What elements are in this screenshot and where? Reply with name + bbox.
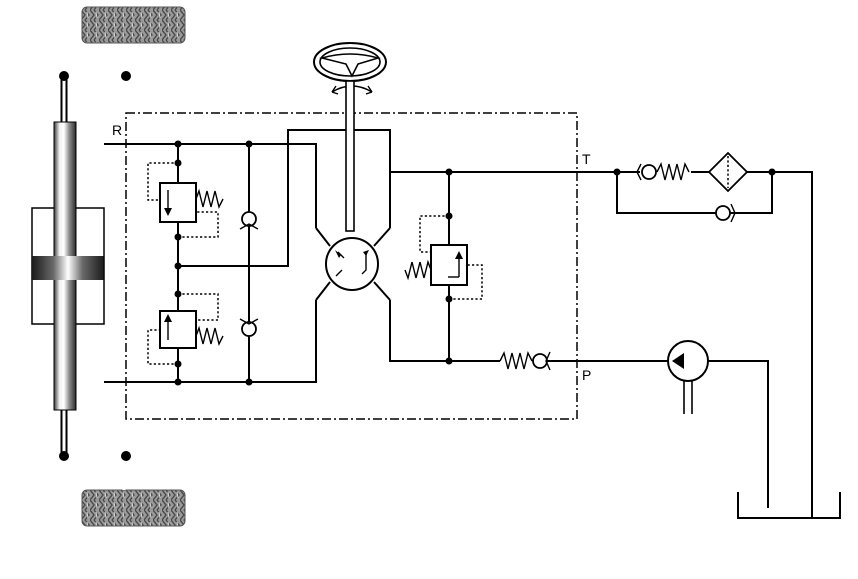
return-check-valve-icon [636,161,690,181]
hydraulic-pump-icon [667,340,769,508]
steering-cylinder-icon [31,121,105,411]
port-label-return: R [112,122,122,138]
relief-valve-upper-icon [147,162,224,238]
port-label-pressure: P [582,367,591,383]
tank-icon [737,492,841,519]
check-valve-upper-icon [239,211,259,230]
wheel-bottom-icon [81,489,186,527]
check-valve-lower-icon [239,318,259,337]
pressure-relief-valve-icon [404,215,483,300]
rotary-control-valve-icon [315,227,391,301]
supply-return-lines [389,168,617,365]
return-filter-icon [707,151,749,193]
relief-valve-lower-icon [147,293,224,365]
port-label-tank: T [582,151,591,167]
steering-linkage [59,44,131,490]
wheel-top-icon [81,6,186,44]
steering-shaft [345,80,355,232]
steering-wheel-icon [313,42,387,95]
cylinder-lines [104,129,391,386]
spring-check-valve-icon [499,350,668,371]
bypass-check-valve-icon [715,203,736,223]
return-path [613,168,813,518]
